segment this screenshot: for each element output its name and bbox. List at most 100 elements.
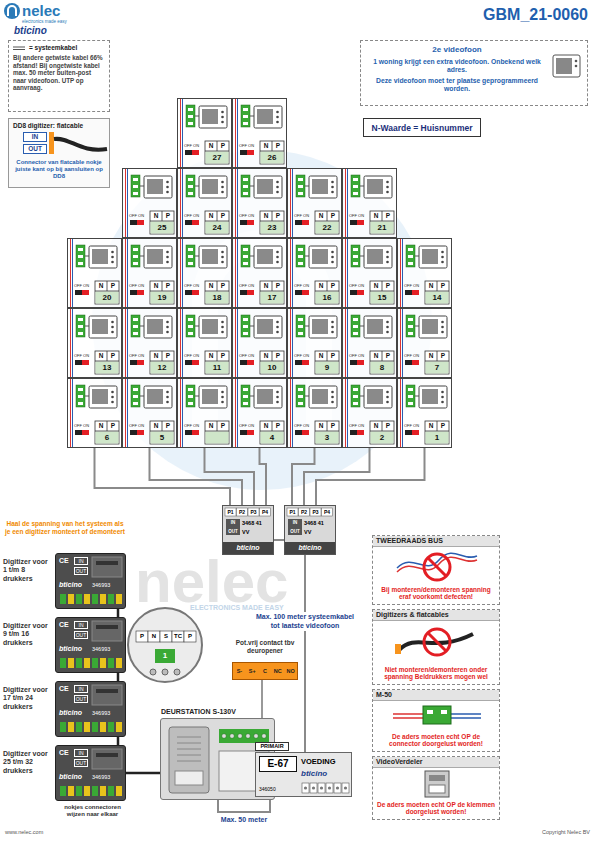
drawn-line	[292, 309, 293, 377]
node-text: OFF ON	[184, 143, 202, 149]
drawn-line	[425, 361, 449, 362]
apartment-box: OFF ONNP16	[287, 238, 342, 308]
apartment-box: OFF ONNP10	[232, 308, 287, 378]
drawn-line	[237, 379, 238, 447]
logo-mark	[4, 3, 20, 19]
apartment-box: OFF ONNP11	[177, 308, 232, 378]
node-text: VOEDING	[301, 757, 349, 766]
drawn-line	[235, 309, 236, 377]
drawn-rect	[188, 115, 193, 118]
node-text: 11	[205, 361, 229, 374]
drawn-circle	[320, 786, 323, 789]
drawn-rect	[75, 290, 82, 295]
drawn-rect	[364, 386, 392, 408]
drawn-rect	[298, 332, 303, 335]
drawn-rect	[137, 430, 144, 435]
node-text: N	[425, 421, 437, 431]
node-text: M-50	[373, 690, 499, 701]
drawn-rect	[406, 245, 415, 267]
apartment-box: OFF ONNP7	[397, 308, 452, 378]
drawn-line	[260, 361, 284, 362]
drawn-rect	[92, 389, 108, 404]
drawn-path	[54, 139, 107, 150]
drawn-rect	[92, 249, 108, 264]
drawn-circle	[386, 321, 389, 324]
drawn-line	[125, 239, 126, 307]
node-illustration	[129, 609, 205, 685]
warning-panel: VideoVerdelerDe aders moeten echt OP de …	[372, 756, 500, 820]
cable-connector	[150, 448, 243, 505]
terminal-detail: PNSTCP1	[127, 607, 203, 683]
drawn-line	[360, 186, 364, 187]
drawn-circle	[276, 261, 279, 264]
drawn-line	[162, 211, 163, 221]
drawn-line	[205, 291, 229, 292]
node-text: 1	[155, 649, 175, 663]
node-text: P	[272, 211, 284, 221]
node-text: P	[162, 211, 174, 221]
drawn-rect	[243, 332, 248, 335]
drawn-rect	[76, 385, 85, 407]
drawn-circle	[166, 261, 169, 264]
node-illustration	[288, 379, 343, 449]
drawn-rect	[144, 386, 172, 408]
apartment-box: OFF ONNP23	[232, 168, 287, 238]
logo-mark-arc	[8, 6, 16, 16]
drawn-circle	[276, 326, 279, 329]
drawn-rect	[116, 594, 122, 604]
drawn-line	[272, 421, 273, 431]
drawn-rect	[76, 315, 85, 337]
drawn-circle	[331, 401, 334, 404]
node-text: PRIMAIR	[255, 742, 289, 751]
drawn-line	[370, 291, 394, 292]
drawn-rect	[296, 245, 305, 267]
node-text: N	[315, 351, 327, 361]
node-text: N	[205, 421, 217, 431]
drawn-rect	[205, 281, 229, 304]
node-text: N	[205, 211, 217, 221]
drawn-line	[162, 281, 163, 291]
drawn-rect	[318, 783, 325, 793]
drawn-line	[180, 239, 181, 307]
drawn-line	[292, 239, 293, 307]
drawn-rect	[364, 176, 392, 198]
drawn-line	[437, 351, 438, 361]
drawn-circle	[441, 251, 444, 254]
node-text: 26	[260, 151, 284, 164]
node-text: P	[162, 351, 174, 361]
drawn-rect	[76, 786, 82, 796]
drawn-line	[260, 221, 284, 222]
drawn-rect	[342, 783, 349, 793]
drawn-rect	[186, 385, 195, 407]
terminal-block: Pot.vrij contact tbv deuropenerS-S+CNCNO	[232, 662, 298, 680]
drawn-rect	[175, 771, 203, 785]
node-text: IN	[74, 685, 88, 693]
drawn-line	[437, 421, 438, 431]
drawn-line	[250, 256, 254, 257]
node-text: N	[370, 421, 382, 431]
drawn-rect	[205, 351, 229, 374]
drawn-rect	[261, 362, 284, 374]
drawn-circle	[222, 734, 227, 739]
drawn-line	[437, 281, 438, 291]
drawn-rect	[240, 150, 247, 155]
drawn-rect	[185, 150, 192, 155]
drawn-line	[205, 221, 229, 222]
drawn-rect	[68, 722, 74, 732]
drawn-rect	[248, 508, 259, 516]
note-box: = systeemkabelBij andere getwiste kabel …	[8, 40, 110, 112]
drawn-line	[315, 291, 339, 292]
drawn-rect	[254, 246, 282, 268]
drawn-rect	[92, 786, 98, 796]
drawn-rect	[247, 360, 254, 365]
drawn-rect	[350, 360, 357, 365]
node-text: N	[260, 141, 272, 151]
drawn-line	[70, 239, 71, 307]
drawn-rect	[357, 430, 364, 435]
drawn-rect	[84, 786, 90, 796]
drawn-rect	[422, 319, 438, 334]
drawn-line	[370, 431, 394, 432]
node-illustration	[288, 169, 343, 239]
drawn-rect	[315, 351, 339, 374]
node-text: N	[95, 421, 107, 431]
